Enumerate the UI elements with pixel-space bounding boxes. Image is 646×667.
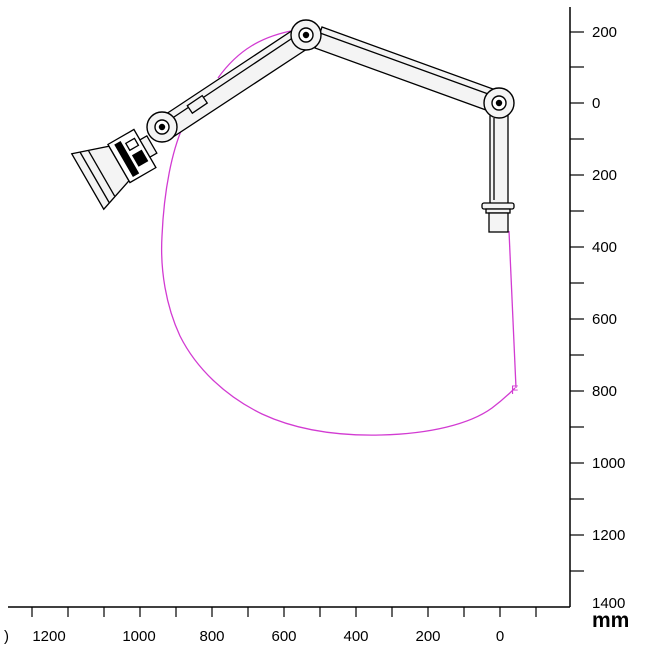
wall-mount-pipe	[481, 112, 515, 233]
unit-label: mm	[592, 609, 629, 632]
y-tick-label: 1400	[592, 595, 625, 612]
y-tick-label: 600	[592, 311, 617, 328]
x-axis: ) 1200 1000 800 600 400 200 0	[4, 606, 570, 645]
arm-segment-middle	[314, 26, 505, 115]
x-tick-label: 1000	[122, 628, 155, 645]
extraction-hood	[70, 128, 158, 211]
x-tick-label: 0	[496, 628, 504, 645]
x-tick-label: 600	[271, 628, 296, 645]
x-tick-label: 400	[343, 628, 368, 645]
arm-segment-outer	[156, 27, 311, 140]
y-tick-label: 800	[592, 383, 617, 400]
y-tick-label: 1200	[592, 527, 625, 544]
reach-envelope-curve	[161, 123, 516, 436]
y-axis: 200 0 200 400 600 800 1000 1200 1400	[569, 7, 625, 612]
y-tick-label: 400	[592, 239, 617, 256]
reach-envelope-right-line	[508, 230, 517, 389]
y-tick-label: 200	[592, 24, 617, 41]
y-tick-label: 0	[592, 95, 600, 112]
top-joint	[290, 19, 322, 51]
x-tick-label: 1200	[32, 628, 65, 645]
x-tick-label: 800	[199, 628, 224, 645]
x-tick-label: 200	[415, 628, 440, 645]
hood-joint	[146, 111, 178, 143]
y-tick-label: 200	[592, 167, 617, 184]
reach-marker-label: F	[511, 383, 518, 397]
elbow-joint	[483, 87, 515, 119]
y-tick-label: 1000	[592, 455, 625, 472]
x-tick-label-partial: )	[4, 628, 9, 645]
reach-envelope-top-arc	[217, 29, 297, 79]
